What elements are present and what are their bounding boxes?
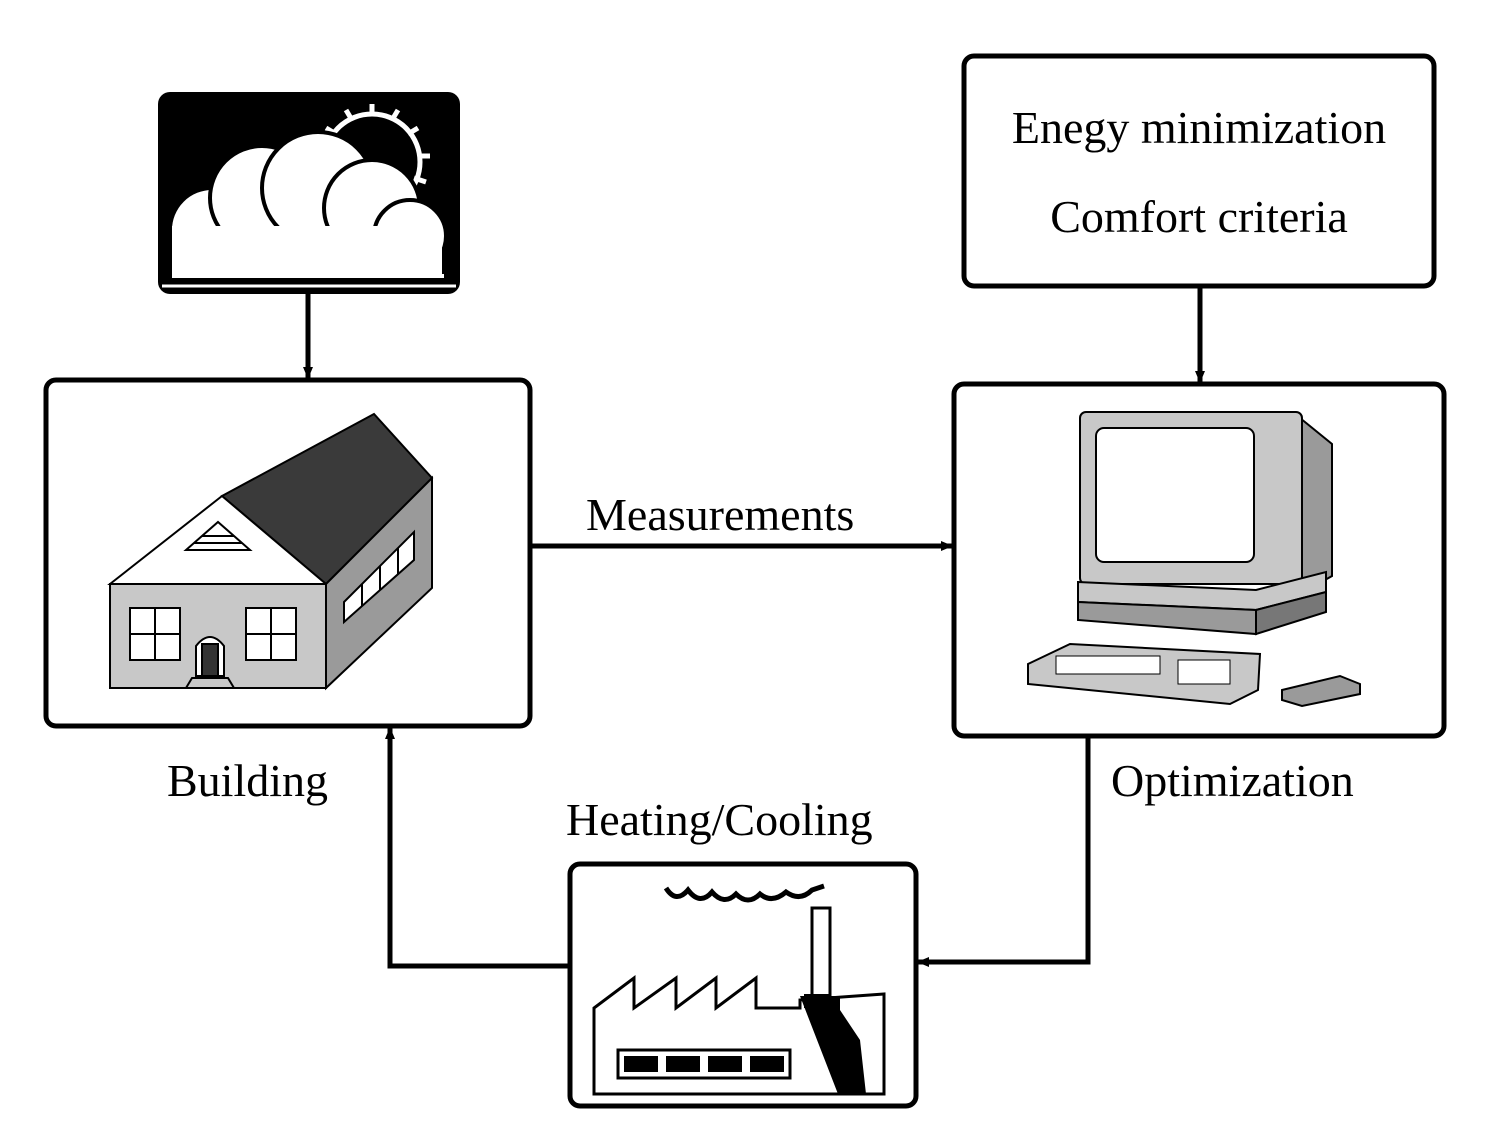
building-box (43, 377, 533, 729)
objectives-box (961, 53, 1437, 289)
arrow-optimization-to-factory (917, 736, 1091, 967)
objective-energy-minimization: Enegy minimization (1011, 102, 1387, 153)
sun-cloud-icon (162, 104, 456, 288)
heating-cooling-label: Heating/Cooling (566, 794, 873, 845)
factory-icon (592, 883, 886, 1096)
objective-comfort-criteria: Comfort criteria (1050, 191, 1348, 242)
factory-box (567, 861, 919, 1109)
house-icon (107, 412, 434, 691)
optimization-label: Optimization (1111, 755, 1354, 806)
building-label: Building (167, 755, 329, 806)
weather-box (158, 92, 460, 294)
measurements-label: Measurements (586, 489, 855, 540)
computer-box (951, 381, 1447, 739)
arrow-factory-to-building (385, 727, 570, 969)
computer-icon (1027, 411, 1361, 708)
